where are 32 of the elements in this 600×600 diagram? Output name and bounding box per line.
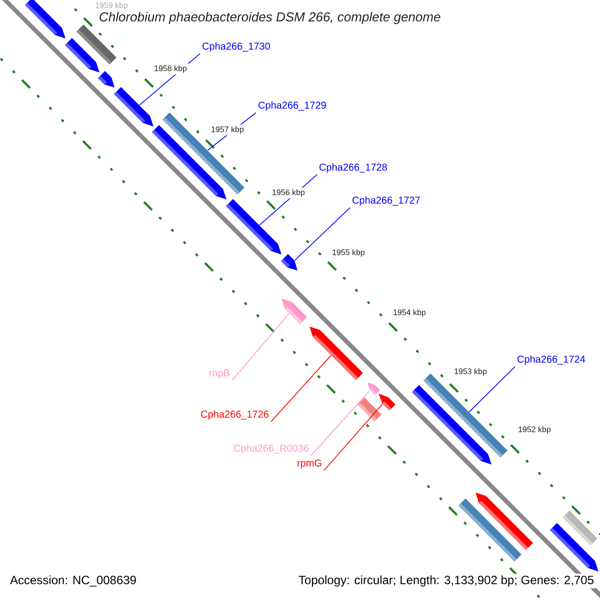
leader-line — [324, 404, 383, 471]
gene-block — [412, 385, 492, 464]
gene-label: Cpha266_1726 — [201, 410, 269, 420]
gene-label: rnpB — [210, 370, 230, 378]
gene-bar — [76, 24, 116, 64]
gene-label: Cpha266_1728 — [320, 163, 387, 173]
gene-block — [226, 199, 282, 254]
leader-line — [294, 207, 350, 261]
gene-block — [476, 492, 533, 550]
gene-block — [98, 71, 114, 88]
gene-block — [550, 523, 598, 572]
gene-label: Cpha266_1729 — [258, 101, 326, 111]
info-text: Topology: circular; Length: 3,133,902 bp; Genes: 2,705 — [296, 574, 596, 588]
info-text: Accession: NC_008639 — [8, 574, 138, 588]
gene-bar — [358, 398, 382, 422]
gene-label: Cpha266_1730 — [202, 42, 270, 52]
leader-line — [468, 366, 516, 412]
gene-block — [25, 0, 66, 38]
leader-line — [232, 313, 290, 381]
gene-block — [310, 326, 363, 380]
leader-line — [310, 390, 370, 456]
title: Chlorobium phaeobacteroides DSM 266, complete genome — [100, 12, 440, 24]
gene-block — [281, 254, 298, 270]
gene-label: Cpha266_1724 — [518, 355, 586, 365]
gene-block — [378, 394, 396, 410]
gene-label: Cpha266_1727 — [352, 196, 420, 206]
gene-block — [282, 298, 307, 324]
gene-block — [114, 87, 154, 126]
gene-label: rpmG — [298, 459, 322, 469]
leader-line — [270, 355, 332, 422]
gene-block — [368, 382, 380, 395]
gene-label: Cpha266_R0036 — [234, 444, 309, 454]
